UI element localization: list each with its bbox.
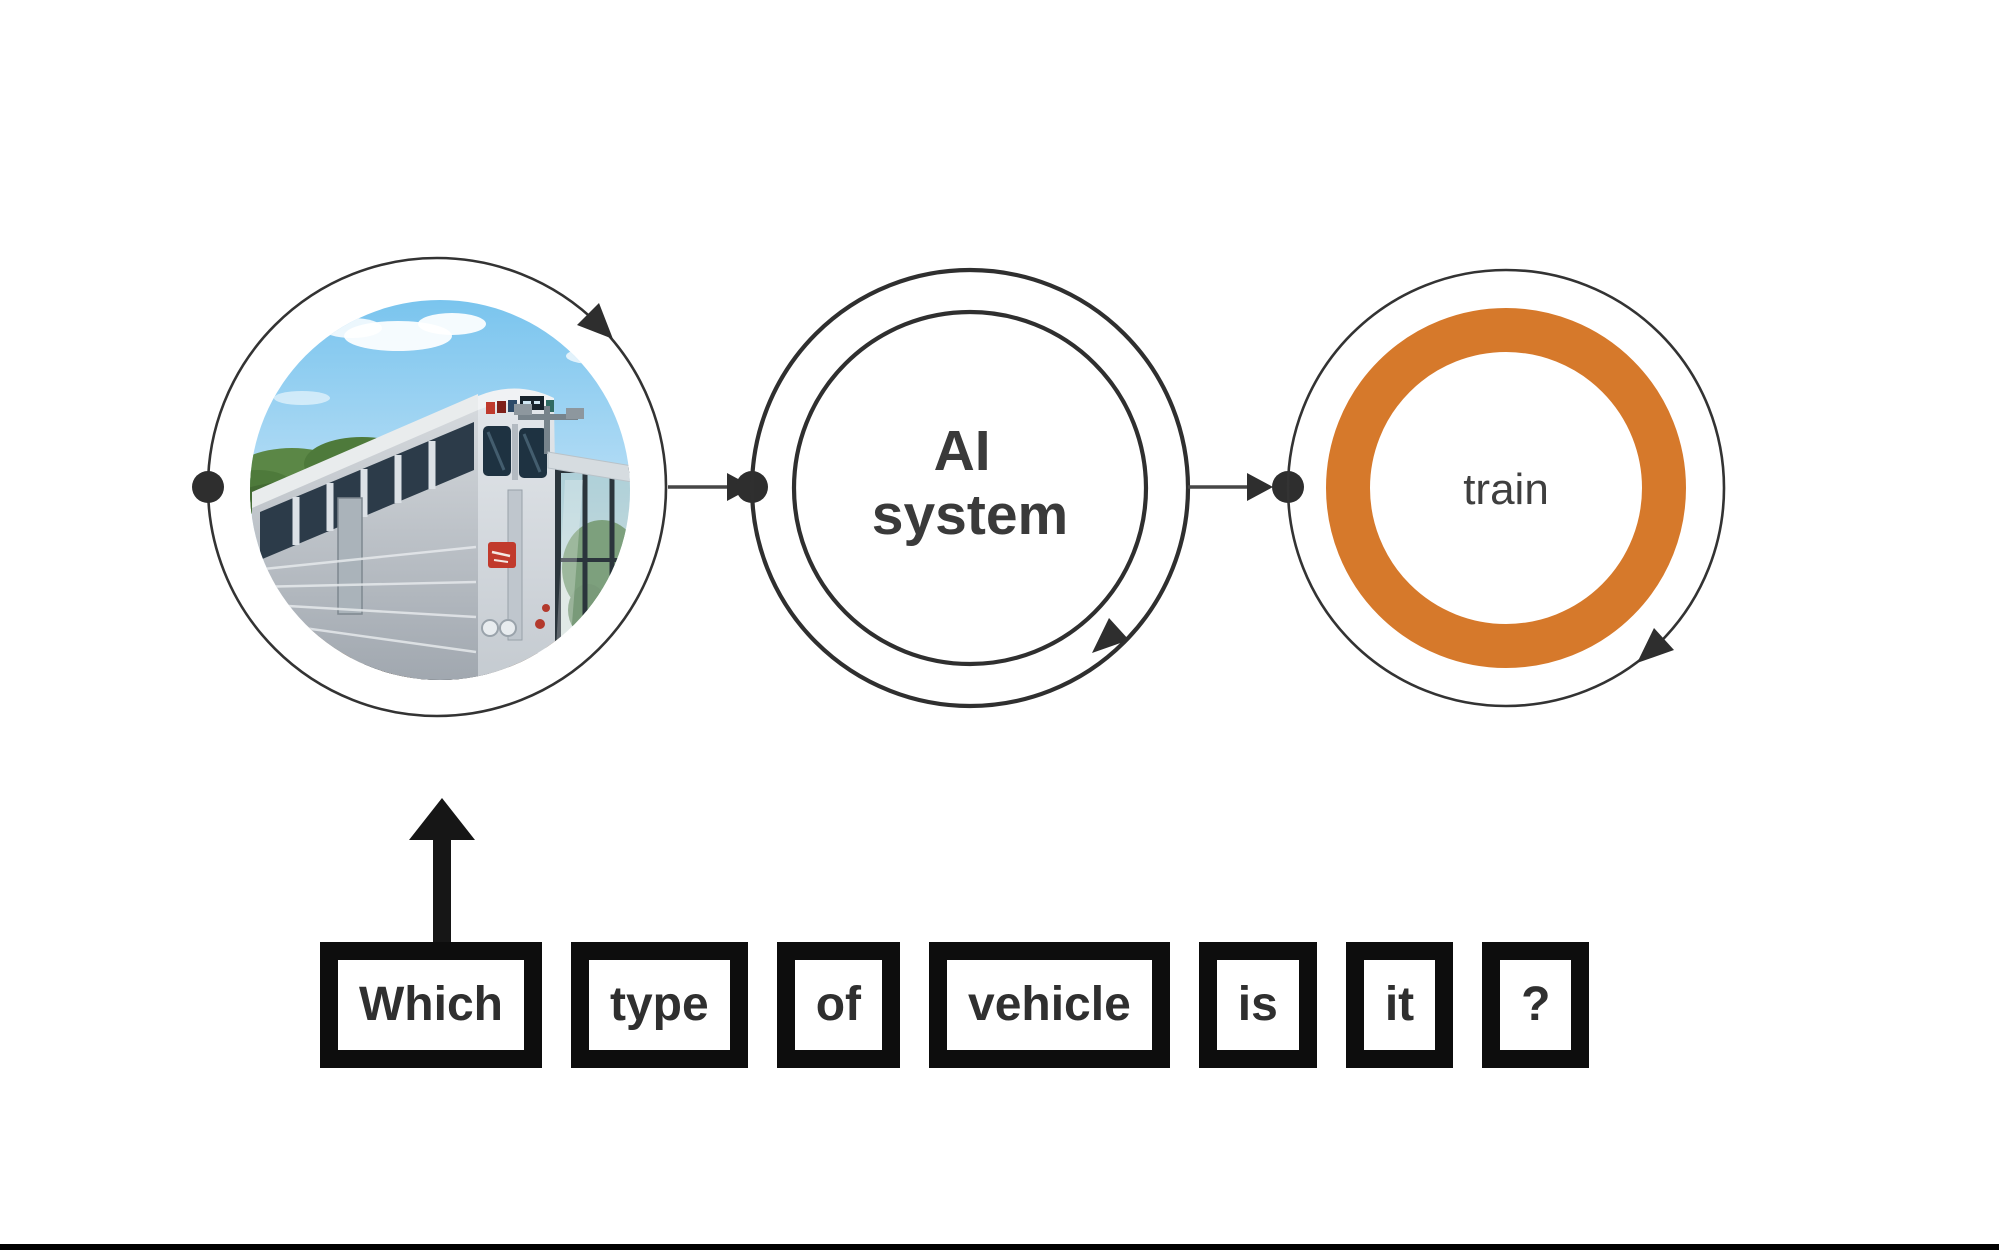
ai-clockwise-arrowhead-icon — [1092, 618, 1129, 653]
input-cycle-start-dot — [192, 471, 224, 503]
input-node-group — [192, 256, 668, 718]
question-word-label: Which — [359, 978, 503, 1031]
question-word-box-of: of — [776, 942, 900, 1068]
question-word-label: is — [1237, 978, 1278, 1031]
question-word-box-vehicle: vehicle — [929, 942, 1170, 1068]
question-word-label: vehicle — [968, 978, 1131, 1031]
prediction-ring — [1326, 308, 1686, 668]
question-arrow-shaft — [433, 836, 451, 944]
question-word-label: of — [815, 978, 861, 1031]
photo-station-shelter — [514, 404, 630, 680]
question-word-label: ? — [1521, 978, 1551, 1031]
output-label: train — [1463, 465, 1549, 514]
output-node-group: train — [1286, 268, 1726, 708]
question-word-row: Which type of vehicle is it ? — [320, 942, 1590, 1068]
output-cycle-circle — [1286, 268, 1726, 708]
input-clockwise-arrowhead-icon — [577, 303, 613, 339]
question-arrow — [409, 798, 475, 944]
photo-train-body — [252, 388, 558, 680]
question-word-box-type: type — [570, 942, 748, 1068]
bottom-black-bar — [0, 1244, 1999, 1250]
ai-system-label: AI system — [872, 419, 1068, 547]
ai-node-circle-inner — [791, 309, 1149, 667]
right-arrowhead-icon — [1247, 473, 1273, 501]
output-clockwise-arrowhead-icon — [1637, 628, 1674, 663]
question-word-box-qmark: ? — [1482, 942, 1590, 1068]
question-word-box-is: is — [1198, 942, 1317, 1068]
up-arrowhead-icon — [409, 798, 475, 840]
question-word-box-which: Which — [320, 942, 542, 1068]
question-word-box-it: it — [1345, 942, 1454, 1068]
flow-arrow-ai-to-output — [1188, 471, 1304, 503]
train-photo — [250, 300, 630, 680]
question-word-label: it — [1384, 978, 1415, 1031]
ai-node-group: AI system — [749, 267, 1191, 709]
question-word-label: type — [609, 978, 709, 1031]
